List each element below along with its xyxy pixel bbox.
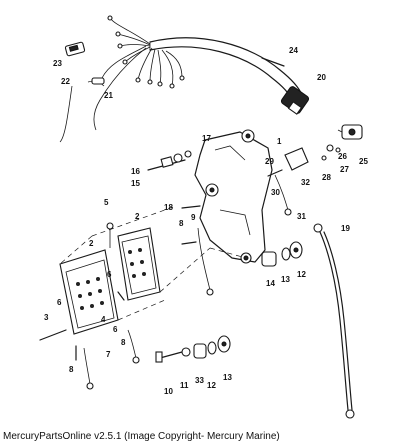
callout-13b: 13 [223,373,232,382]
callout-20: 20 [317,73,326,82]
callout-11: 11 [180,381,189,390]
callout-28: 28 [322,173,331,182]
callout-2-left: 2 [89,239,94,248]
callout-2-right: 2 [135,212,140,221]
callout-24: 24 [289,46,298,55]
spacer-group-right [261,241,303,267]
callout-19: 19 [341,224,350,233]
wiring-harness [93,15,310,131]
callout-6a: 6 [57,298,62,307]
callout-29: 29 [265,157,274,166]
switch-box-right [117,227,161,301]
callout-10: 10 [164,387,173,396]
screw-3 [39,329,67,341]
callout-12a: 12 [297,270,306,279]
mounting-bracket [194,129,273,264]
screw-6 [117,291,125,301]
callout-17: 17 [202,134,211,143]
screw-5 [106,222,114,230]
harness-sleeve [261,57,285,67]
callout-31: 31 [297,212,306,221]
lead-7b [127,329,137,359]
nut-27 [335,147,341,153]
callout-27: 27 [340,165,349,174]
lead-31 [274,174,289,211]
callout-32: 32 [301,178,310,187]
callout-9: 9 [191,213,196,222]
callout-8b: 8 [179,219,184,228]
callout-8c: 8 [121,338,126,347]
bolt-assembly-16 [147,150,192,171]
screw-28 [321,155,327,161]
bracket-32 [284,147,309,171]
callout-26: 26 [338,152,347,161]
lead-7a [83,347,91,385]
switch-25 [337,124,363,140]
callout-22: 22 [61,77,70,86]
callout-23: 23 [53,59,62,68]
callout-8a: 8 [69,365,74,374]
callout-1: 1 [277,137,282,146]
callout-13a: 13 [281,275,290,284]
callout-6b: 6 [107,270,112,279]
callout-5: 5 [104,198,109,207]
callout-3: 3 [44,313,49,322]
callout-labels: 1 2 2 3 4 5 6 6 6 7 8 8 8 9 10 11 12 12 … [44,46,368,396]
callout-33: 33 [195,376,204,385]
callout-4: 4 [101,315,106,324]
callout-21: 21 [104,91,113,100]
connector-23 [64,41,86,57]
callout-15: 15 [131,179,140,188]
ground-strap-19 [313,223,355,419]
screw-18 [181,205,201,209]
callout-25: 25 [359,157,368,166]
bolt-group-bottom [155,335,231,363]
image-caption: MercuryPartsOnline v2.5.1 (Image Copyrig… [3,431,280,442]
callout-18: 18 [164,203,173,212]
lead-9 [197,227,211,291]
switch-box-left [59,249,119,335]
screw-8b [181,241,197,245]
callout-14: 14 [266,279,275,288]
callout-12b: 12 [207,381,216,390]
screw-30 [267,169,283,177]
washer-26 [326,144,334,152]
callout-6c: 6 [113,325,118,334]
callout-7: 7 [106,350,111,359]
callout-30: 30 [271,188,280,197]
callout-16: 16 [131,167,140,176]
lead-22 [59,85,73,143]
